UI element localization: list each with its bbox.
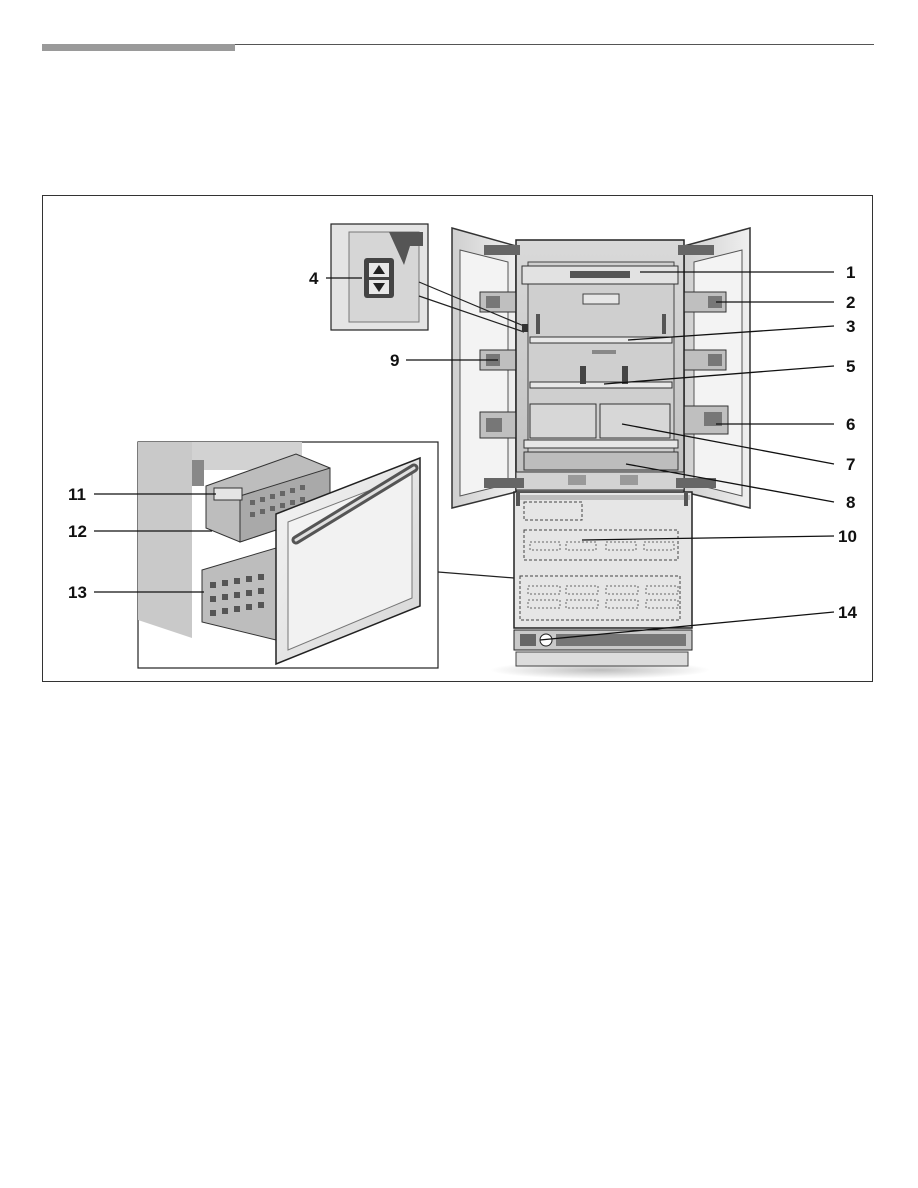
callout-11: 11 xyxy=(68,485,86,504)
deli-drawer xyxy=(524,452,678,470)
callout-2: 2 xyxy=(846,293,855,312)
refrigerator-main xyxy=(452,228,750,679)
callout-6: 6 xyxy=(846,415,855,434)
callout-9: 9 xyxy=(390,351,399,370)
callout-10: 10 xyxy=(838,527,857,546)
callout-1: 1 xyxy=(846,263,855,282)
callout-8: 8 xyxy=(846,493,855,512)
callout-12: 12 xyxy=(68,522,87,541)
callout-13: 13 xyxy=(68,583,87,602)
callout-3: 3 xyxy=(846,317,855,336)
callout-14: 14 xyxy=(838,603,857,622)
callout-4: 4 xyxy=(309,269,319,288)
callout-7: 7 xyxy=(846,455,855,474)
callout-5: 5 xyxy=(846,357,855,376)
crisper-drawers xyxy=(524,404,678,448)
